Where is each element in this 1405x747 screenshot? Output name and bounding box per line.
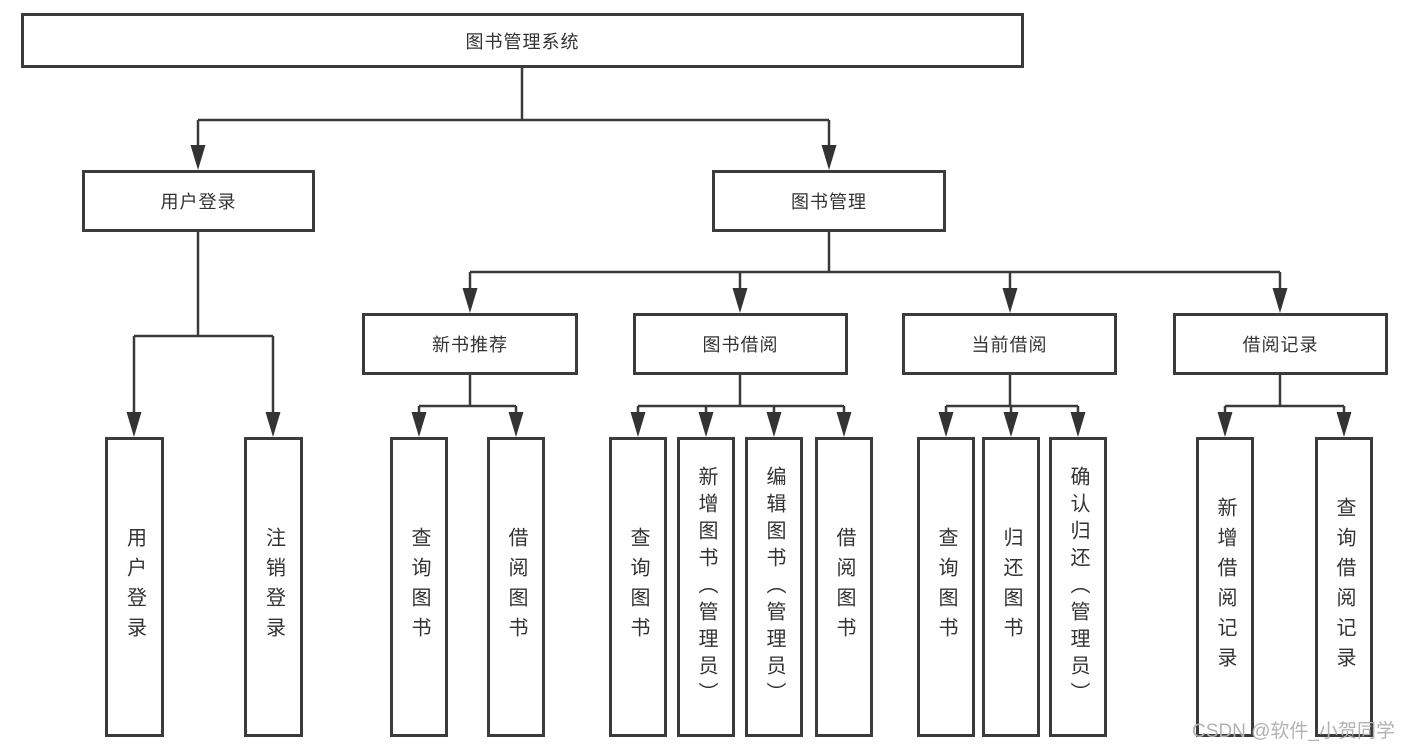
leaf-add-books-admin: 新增图书（管理员） bbox=[677, 437, 735, 737]
node-book-management: 图书管理 bbox=[712, 170, 946, 232]
leaf-logout: 注销登录 bbox=[244, 437, 303, 737]
node-label: 新增图书（管理员） bbox=[695, 465, 717, 709]
connector-user-login-children bbox=[126, 232, 281, 437]
node-label: 用户登录 bbox=[123, 527, 146, 647]
node-label: 当前借阅 bbox=[971, 335, 1048, 355]
leaf-confirm-return-admin: 确认归还（管理员） bbox=[1049, 437, 1107, 737]
connector-book-borrowing-children bbox=[630, 375, 852, 437]
node-label: 查询图书 bbox=[935, 527, 957, 647]
leaf-borrow-books-2: 借阅图书 bbox=[815, 437, 873, 737]
node-new-book-recommendation: 新书推荐 bbox=[362, 313, 578, 375]
leaf-query-borrow-record: 查询借阅记录 bbox=[1315, 437, 1373, 737]
node-borrowing-records: 借阅记录 bbox=[1173, 313, 1388, 375]
leaf-borrow-books-1: 借阅图书 bbox=[487, 437, 545, 737]
node-label: 借阅记录 bbox=[1242, 335, 1319, 355]
node-label: 注销登录 bbox=[262, 527, 285, 647]
node-current-borrowing: 当前借阅 bbox=[902, 313, 1117, 375]
node-label: 查询借阅记录 bbox=[1333, 497, 1355, 677]
leaf-query-books-2: 查询图书 bbox=[609, 437, 667, 737]
node-user-login: 用户登录 bbox=[82, 170, 315, 232]
connector-root-to-level2 bbox=[190, 68, 837, 170]
connector-book-management-sections bbox=[462, 232, 1288, 313]
node-label: 图书管理系统 bbox=[465, 31, 580, 52]
leaf-user-login: 用户登录 bbox=[105, 437, 164, 737]
connector-borrowing-records-children bbox=[1217, 375, 1352, 437]
connector-new-book-children bbox=[411, 375, 524, 437]
node-label: 借阅图书 bbox=[833, 527, 855, 647]
csdn-watermark: CSDN @软件_小贺同学 bbox=[1192, 721, 1395, 742]
leaf-return-books: 归还图书 bbox=[982, 437, 1040, 737]
node-label: 借阅图书 bbox=[505, 527, 527, 647]
leaf-edit-books-admin: 编辑图书（管理员） bbox=[745, 437, 803, 737]
leaf-query-books-1: 查询图书 bbox=[390, 437, 448, 737]
connector-current-borrowing-children bbox=[938, 375, 1086, 437]
node-label: 归还图书 bbox=[1000, 527, 1022, 647]
node-book-borrowing: 图书借阅 bbox=[633, 313, 848, 375]
node-library-management-system: 图书管理系统 bbox=[21, 13, 1024, 68]
node-label: 用户登录 bbox=[160, 192, 237, 212]
node-label: 新增借阅记录 bbox=[1214, 497, 1236, 677]
node-label: 图书管理 bbox=[791, 192, 867, 212]
node-label: 图书借阅 bbox=[702, 335, 779, 355]
leaf-add-borrow-record: 新增借阅记录 bbox=[1196, 437, 1254, 737]
node-label: 编辑图书（管理员） bbox=[763, 465, 785, 709]
node-label: 确认归还（管理员） bbox=[1067, 465, 1089, 709]
node-label: 新书推荐 bbox=[432, 335, 508, 355]
leaf-query-books-3: 查询图书 bbox=[917, 437, 975, 737]
node-label: 查询图书 bbox=[627, 527, 649, 647]
node-label: 查询图书 bbox=[408, 527, 430, 647]
